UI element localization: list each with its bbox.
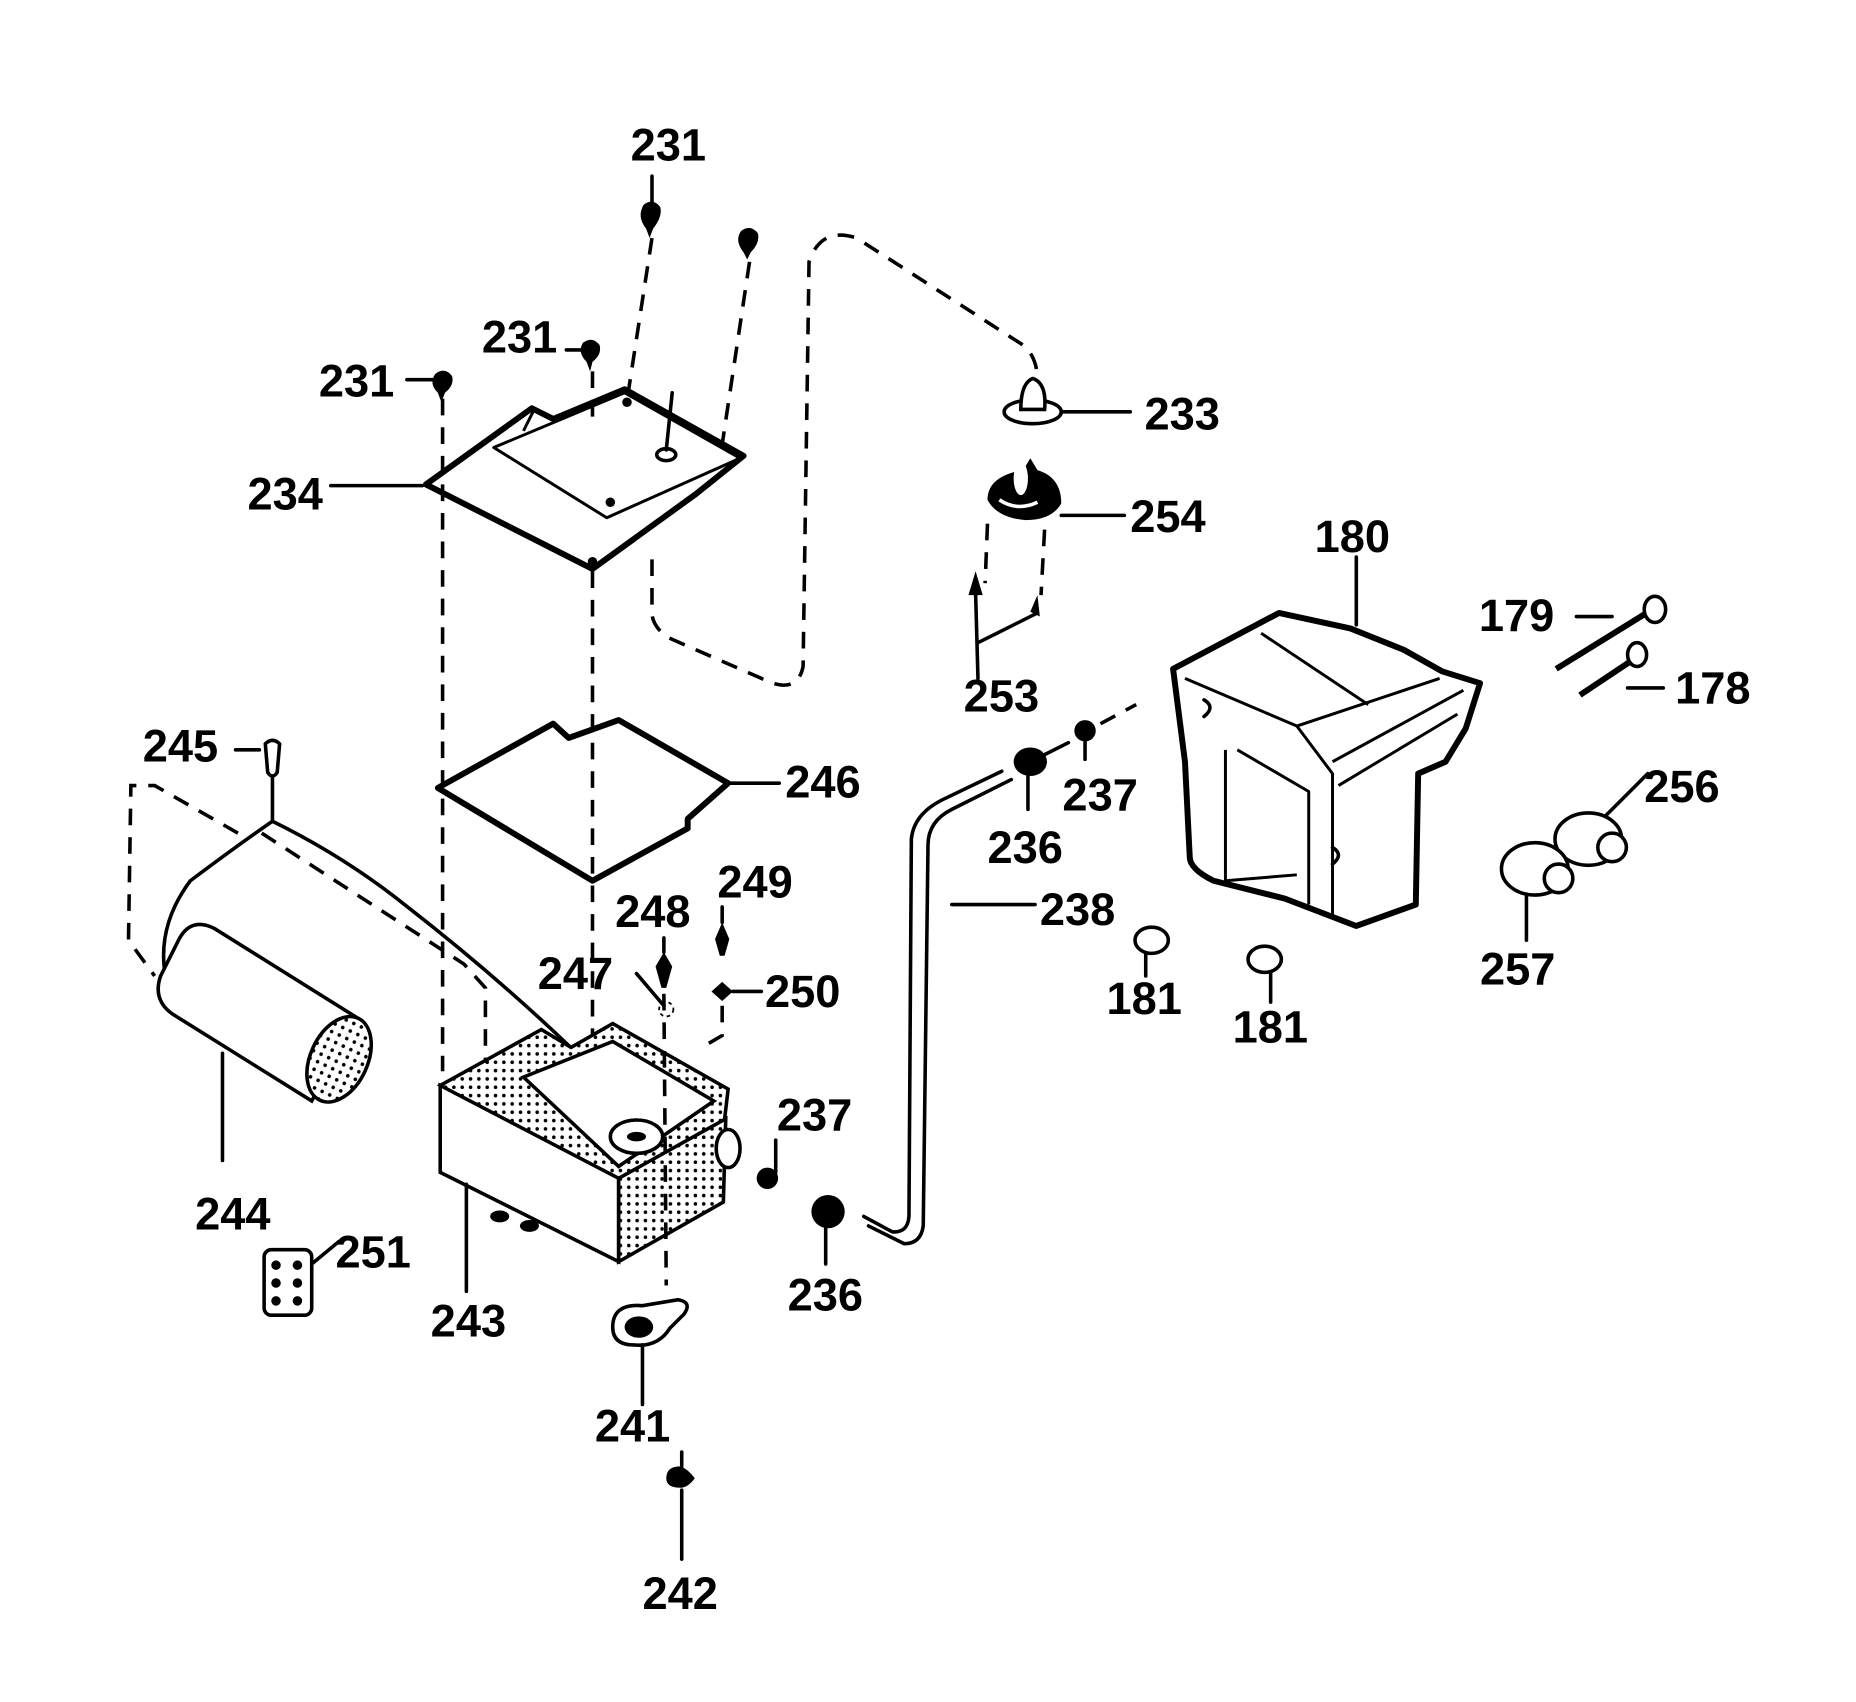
screw-231-left (405, 370, 453, 403)
gasket-246 (434, 717, 782, 884)
screw-178 (1578, 640, 1666, 698)
callout-251: 251 (336, 1227, 411, 1278)
callout-236-lower: 236 (788, 1269, 863, 1320)
callout-244: 244 (195, 1188, 270, 1239)
callout-181-right: 181 (1233, 1002, 1308, 1053)
screw-231-top (626, 174, 661, 394)
ball-237-upper (1074, 703, 1138, 762)
bushing-181-left (1133, 925, 1171, 956)
tube-238 (861, 769, 1037, 1246)
cover-plate-234 (422, 386, 747, 572)
callout-180: 180 (1315, 511, 1390, 562)
callout-250: 250 (765, 966, 840, 1017)
callout-238: 238 (1040, 884, 1115, 935)
callout-247: 247 (538, 948, 613, 999)
callout-243: 243 (431, 1296, 506, 1347)
capacitor-244 (156, 922, 374, 1163)
screw-242 (666, 1450, 695, 1561)
cap-254 (983, 458, 1127, 596)
callout-231-middle: 231 (482, 311, 557, 362)
callout-245: 245 (143, 721, 218, 772)
callout-179: 179 (1479, 590, 1554, 641)
callout-233: 233 (1145, 389, 1220, 440)
callout-256: 256 (1644, 761, 1719, 812)
grommet-233 (1002, 376, 1133, 426)
screw-231-right (719, 227, 759, 453)
callout-249: 249 (717, 856, 792, 907)
bushing-181-right (1246, 944, 1284, 975)
terminal-block-251 (262, 1239, 341, 1317)
nut-236-lower (811, 1194, 845, 1266)
callout-254: 254 (1130, 491, 1205, 542)
nut-236-upper (1013, 740, 1071, 812)
callout-248: 248 (615, 886, 690, 937)
callout-231-left: 231 (319, 355, 394, 406)
callout-178: 178 (1675, 662, 1750, 713)
bracket-241 (610, 1297, 689, 1407)
housing-180 (1170, 555, 1484, 929)
ball-237-lower (756, 1138, 779, 1190)
callout-246: 246 (785, 756, 860, 807)
ring-247 (634, 971, 675, 1018)
callout-234: 234 (247, 468, 322, 519)
screw-179 (1554, 594, 1668, 672)
wire-connector-245 (126, 738, 597, 1073)
callout-237-lower: 237 (777, 1090, 852, 1141)
callout-231-top: 231 (631, 120, 706, 171)
washer-250 (701, 981, 764, 1049)
screw-248 (655, 936, 673, 1286)
clips-253 (968, 571, 1040, 681)
callout-236-upper: 236 (987, 822, 1062, 873)
callout-253: 253 (964, 671, 1039, 722)
assembly-line-loop (650, 233, 1040, 687)
callout-241: 241 (595, 1400, 670, 1451)
callout-237-upper: 237 (1062, 770, 1137, 821)
callout-181-left: 181 (1106, 973, 1181, 1024)
switch-box-243 (436, 1021, 742, 1294)
screw-231-middle (564, 339, 601, 417)
screw-249 (715, 905, 730, 956)
knob-257 (1499, 840, 1575, 943)
callout-242: 242 (642, 1568, 717, 1619)
knob-256 (1553, 771, 1650, 868)
callout-257: 257 (1480, 943, 1555, 994)
